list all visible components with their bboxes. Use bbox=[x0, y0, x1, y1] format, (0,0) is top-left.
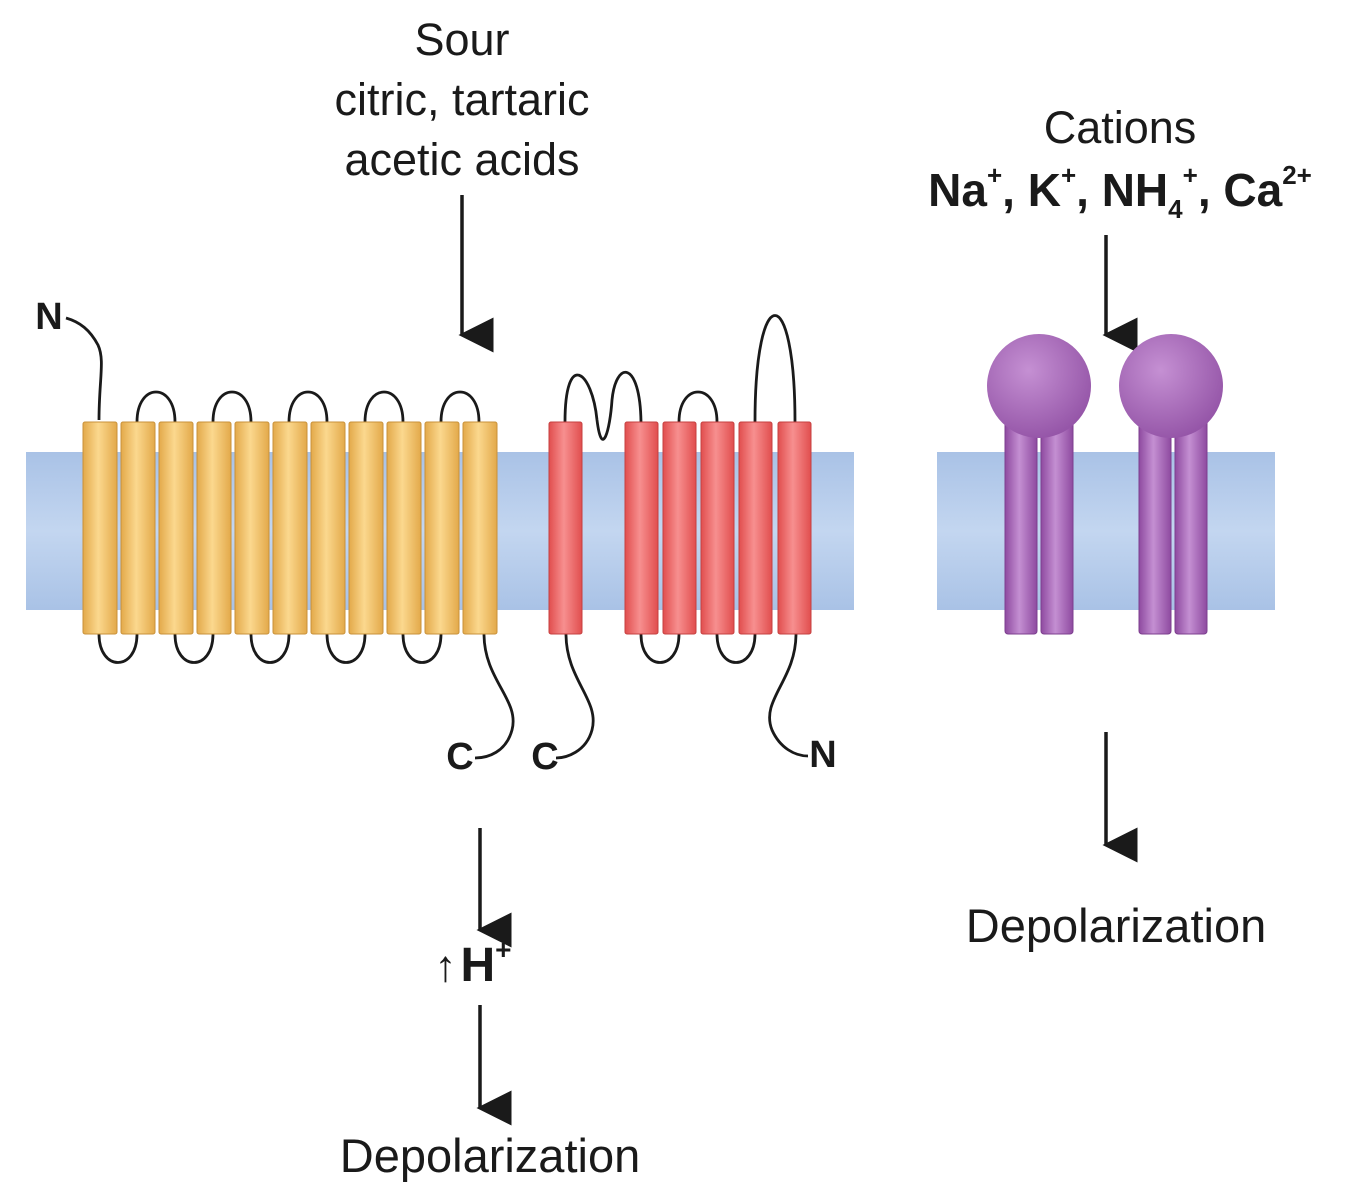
hydrogen-charge: + bbox=[495, 934, 512, 965]
ion-separator: , bbox=[1002, 164, 1028, 216]
transmembrane-helix bbox=[310, 421, 346, 635]
transmembrane-helix bbox=[662, 421, 697, 635]
depolarization-left: Depolarization bbox=[339, 1129, 641, 1182]
cation-list: Na+, K+, NH4+, Ca2+ bbox=[880, 160, 1360, 222]
red-n-terminus-label: N bbox=[809, 734, 837, 776]
transmembrane-helix bbox=[158, 421, 194, 635]
depolarization-right: Depolarization bbox=[965, 899, 1267, 952]
sour-title: Sour bbox=[414, 14, 510, 65]
red-c-terminus-label: C bbox=[531, 736, 559, 778]
transmembrane-helix bbox=[234, 421, 270, 635]
transmembrane-helix bbox=[196, 421, 232, 635]
ion-charge: 2+ bbox=[1282, 160, 1312, 190]
ion-symbol: Na bbox=[928, 164, 987, 216]
ion-symbol: NH bbox=[1101, 164, 1169, 216]
transmembrane-helix bbox=[548, 421, 583, 635]
yellow-c-terminus-label: C bbox=[446, 736, 474, 778]
ion-symbol: Ca bbox=[1223, 164, 1283, 216]
transmembrane-helix bbox=[348, 421, 384, 635]
cation-ion: K+ bbox=[1027, 162, 1076, 216]
ion-charge: + bbox=[1182, 160, 1198, 190]
yellow-receptor-loops bbox=[65, 316, 515, 760]
ion-separator: , bbox=[1197, 164, 1224, 216]
cation-ion: NH4 + bbox=[1101, 162, 1198, 222]
transmembrane-helix bbox=[272, 421, 308, 635]
ion-separator: , bbox=[1076, 164, 1102, 216]
transmembrane-helix bbox=[120, 421, 156, 635]
cation-ion: Ca2+ bbox=[1223, 162, 1311, 216]
ion-symbol: K bbox=[1027, 164, 1061, 216]
sour-receptor bbox=[82, 421, 498, 635]
cation-channel-right bbox=[1119, 334, 1223, 635]
cell-membrane-right bbox=[937, 452, 1275, 610]
red-receptor-loops bbox=[555, 314, 809, 760]
sour-stimulus-label: Sour citric, tartaric acetic acids bbox=[262, 10, 662, 190]
hydrogen-ion-increase: ↑H+ bbox=[408, 936, 538, 993]
transmembrane-helix bbox=[424, 421, 460, 635]
sour-acids-line1: citric, tartaric bbox=[334, 74, 590, 125]
transmembrane-helix bbox=[82, 421, 118, 635]
red-receptor bbox=[548, 421, 812, 635]
transmembrane-helix bbox=[462, 421, 498, 635]
yellow-n-terminus-label: N bbox=[35, 296, 63, 338]
cation-ion: Na+ bbox=[928, 162, 1002, 216]
increase-arrow-icon: ↑ bbox=[434, 942, 457, 991]
hydrogen-symbol: H bbox=[460, 939, 496, 992]
cations-title: Cations bbox=[1043, 102, 1197, 153]
ion-subscript: 4 bbox=[1168, 194, 1183, 224]
transmembrane-helix bbox=[386, 421, 422, 635]
cation-channel-left bbox=[987, 334, 1091, 635]
transmembrane-helix bbox=[738, 421, 773, 635]
transmembrane-helix bbox=[624, 421, 659, 635]
ion-charge: + bbox=[986, 160, 1003, 190]
transmembrane-helix bbox=[700, 421, 735, 635]
ion-charge: + bbox=[1060, 160, 1077, 190]
sour-acids-line2: acetic acids bbox=[344, 134, 580, 185]
transmembrane-helix bbox=[777, 421, 812, 635]
